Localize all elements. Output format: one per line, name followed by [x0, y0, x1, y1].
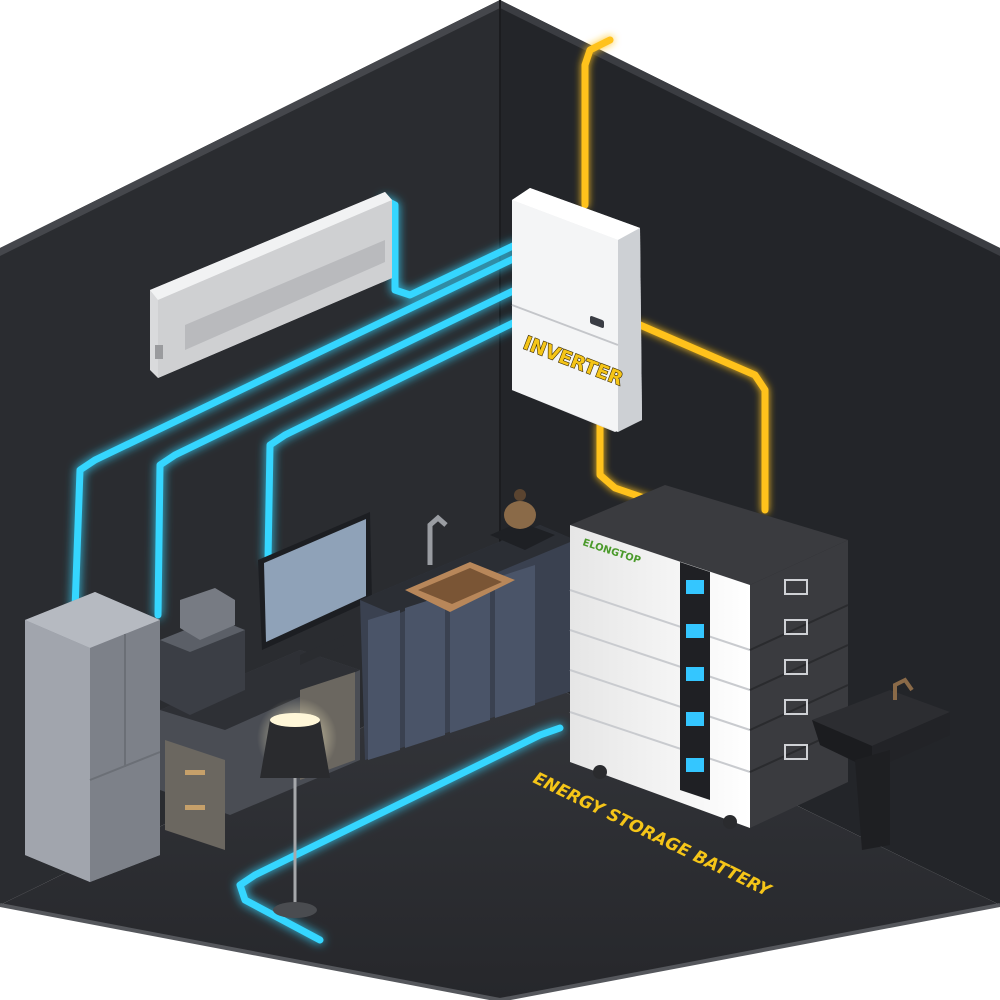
dc-wiring: [581, 36, 769, 514]
floor-lamp-icon: [257, 698, 337, 918]
wall-cap-right: [500, 0, 1000, 256]
coffee-machine-icon: [160, 588, 245, 715]
battery-display-5: [686, 758, 704, 772]
ac-wiring: [71, 196, 564, 944]
sink-icon: [405, 514, 515, 612]
wire-inverter-battery-1: [596, 421, 654, 504]
floor-edge: [0, 903, 1000, 1000]
wire-inverter-battery-2: [636, 321, 769, 514]
floor: [0, 660, 1000, 1000]
wire-fridge: [71, 254, 519, 614]
battery-display-2: [686, 624, 704, 638]
refrigerator-icon: [25, 592, 161, 882]
battery-display-4: [686, 712, 704, 726]
air-conditioner-icon: [150, 192, 392, 378]
wall-cap-left: [0, 0, 500, 256]
wire-pv-input: [581, 36, 614, 209]
inverter-unit: INVERTER: [511, 188, 642, 432]
monitor-icon: [258, 512, 372, 665]
kettle-icon: [490, 489, 555, 550]
battery-display-1: [686, 580, 704, 594]
wire-floor-lamp: [236, 724, 564, 944]
battery-display-3: [686, 667, 704, 681]
wire-desk: [154, 286, 519, 619]
wire-monitor: [264, 318, 519, 564]
battery-stack: ELONGTOP: [569, 485, 849, 829]
washbasin-icon: [812, 677, 950, 850]
